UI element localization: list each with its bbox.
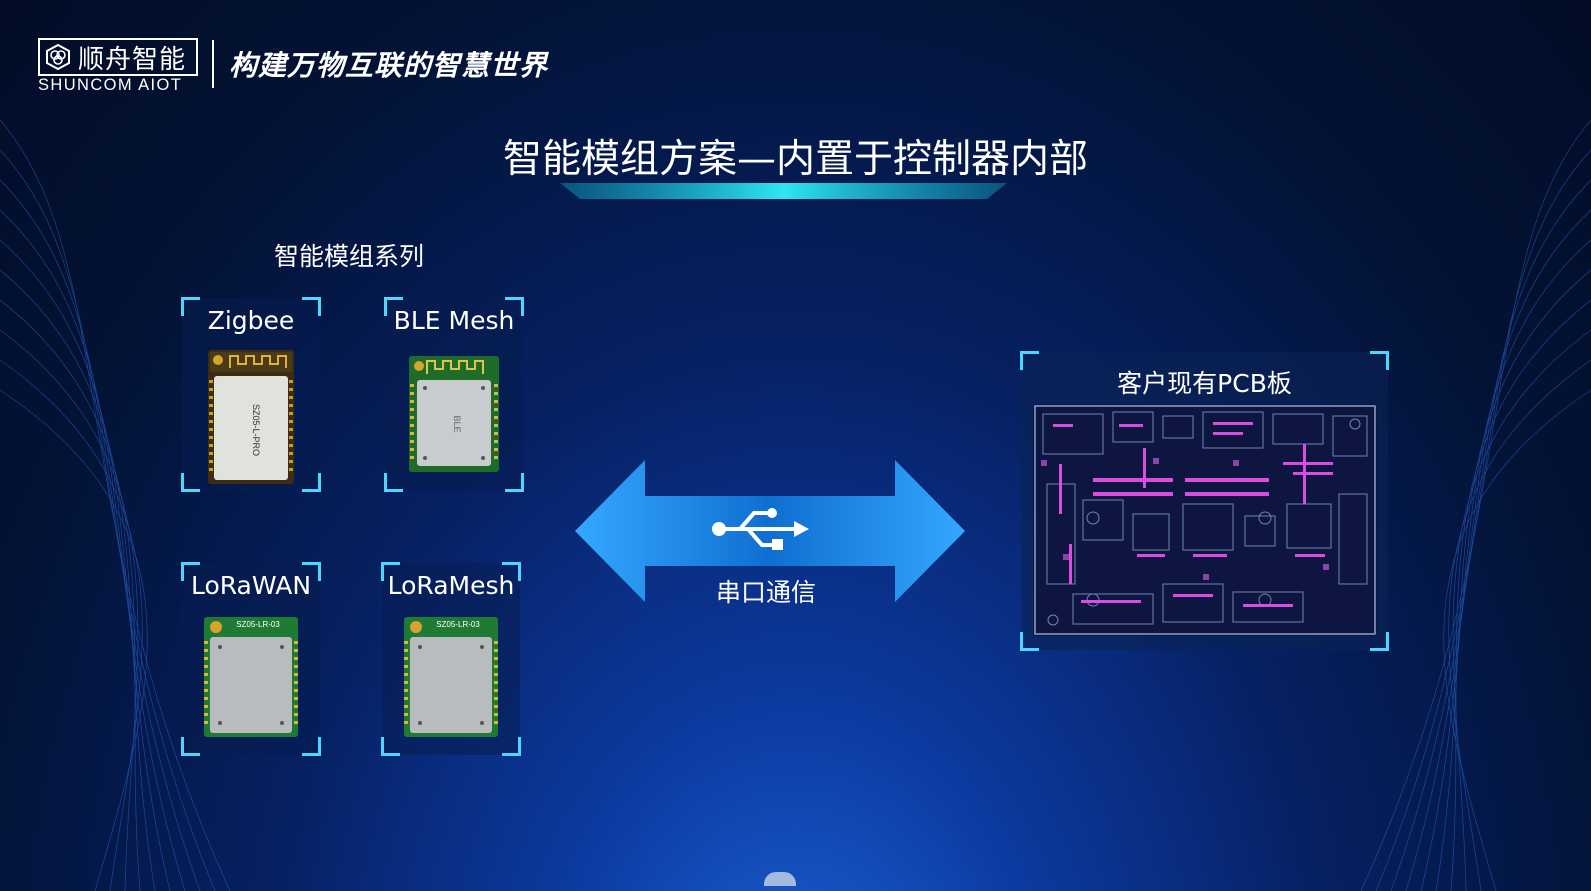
ble-mesh-module-image: BLE [409, 356, 499, 472]
header-divider [212, 40, 214, 88]
left-wave-decoration [0, 119, 230, 891]
module-chip-label: SZ05-LR-03 [236, 620, 280, 629]
bottom-scroll-tab[interactable] [764, 872, 796, 886]
customer-pcb-panel: 客户现有PCB板 [1020, 351, 1389, 651]
pcb-title: 客户现有PCB板 [1117, 369, 1292, 398]
module-card-lorawan: LoRaWAN SZ05-LR-03 [181, 562, 321, 756]
title-underline [560, 183, 1007, 199]
slogan: 构建万物互联的智慧世界 [229, 49, 549, 82]
module-card-ble-mesh: BLE Mesh BLE [384, 297, 524, 492]
module-name: BLE Mesh [393, 306, 515, 335]
loramesh-module-image: SZ05-LR-03 [404, 617, 498, 737]
module-chip-label: BLE [452, 415, 462, 432]
module-name: LoRaWAN [190, 571, 312, 600]
lorawan-module-image: SZ05-LR-03 [204, 617, 298, 737]
right-wave-decoration [1361, 119, 1591, 891]
module-chip-label: SZ05-L-PRO [251, 404, 261, 456]
module-name: Zigbee [207, 306, 295, 335]
logo-chinese-name: 顺舟智能 [78, 44, 187, 75]
module-card-loramesh: LoRaMesh SZ05-LR-03 [381, 562, 521, 756]
company-logo: 顺舟智能 [38, 38, 198, 76]
module-card-zigbee: Zigbee SZ05-L-PRO [181, 297, 321, 492]
serial-communication-label: 串口通信 [715, 578, 816, 607]
page-title: 智能模组方案—内置于控制器内部 [502, 137, 1088, 182]
pcb-board-image [1033, 404, 1377, 636]
module-chip-label: SZ05-LR-03 [436, 620, 480, 629]
module-series-label: 智能模组系列 [274, 242, 425, 271]
zigbee-module-image: SZ05-L-PRO [208, 350, 294, 484]
usb-icon [712, 508, 809, 550]
module-name: LoRaMesh [387, 571, 515, 600]
logo-emblem-icon [42, 40, 74, 74]
logo-english-name: SHUNCOM AIOT [38, 76, 183, 94]
